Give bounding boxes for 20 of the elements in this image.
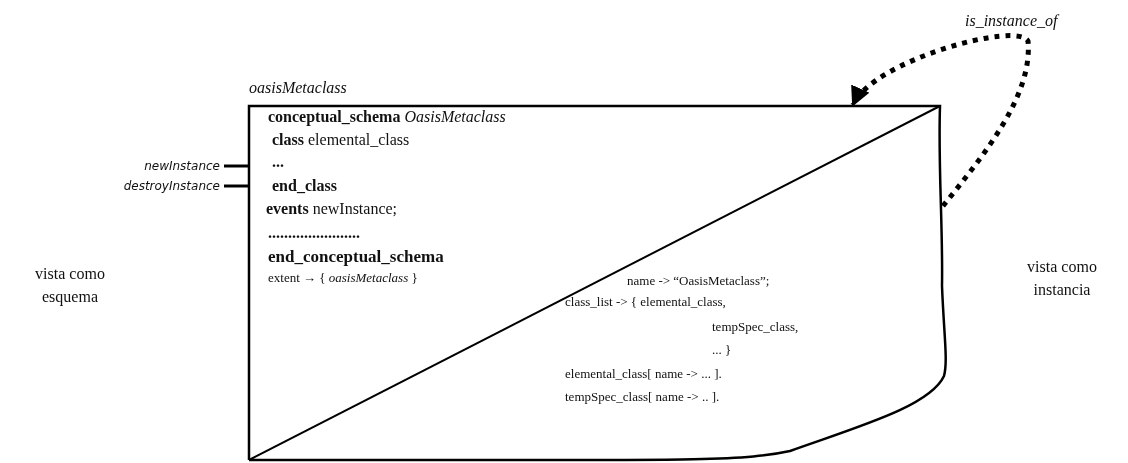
event-label: destroyInstance <box>110 177 220 195</box>
side-label: vista como esquema <box>34 264 106 308</box>
code-line: end_conceptual_schema <box>268 247 444 267</box>
code-line: conceptual_schema OasisMetaclass <box>268 108 506 127</box>
code-line: extent → { oasisMetaclass } <box>268 271 418 286</box>
code-line: tempSpec_class, <box>712 320 799 335</box>
code-line: ... <box>272 153 284 172</box>
code-line: end_class <box>272 177 337 196</box>
code-line: name -> “OasisMetaclass”; <box>627 274 770 289</box>
code-line: elemental_class[ name -> ... ]. <box>565 367 722 382</box>
code-line: ... } <box>712 343 732 358</box>
code-line: events newInstance; <box>266 200 398 219</box>
code-line: tempSpec_class[ name -> .. ]. <box>565 390 720 405</box>
code-line: class elemental_class <box>272 131 410 150</box>
edge-label: is_instance_of <box>965 12 1058 31</box>
code-line: ....................... <box>268 224 360 243</box>
class-name-label: oasisMetaclass <box>249 79 347 98</box>
event-label: newInstance <box>130 157 220 175</box>
side-label: vista como instancia <box>1026 257 1098 300</box>
code-line: class_list -> { elemental_class, <box>565 295 726 310</box>
